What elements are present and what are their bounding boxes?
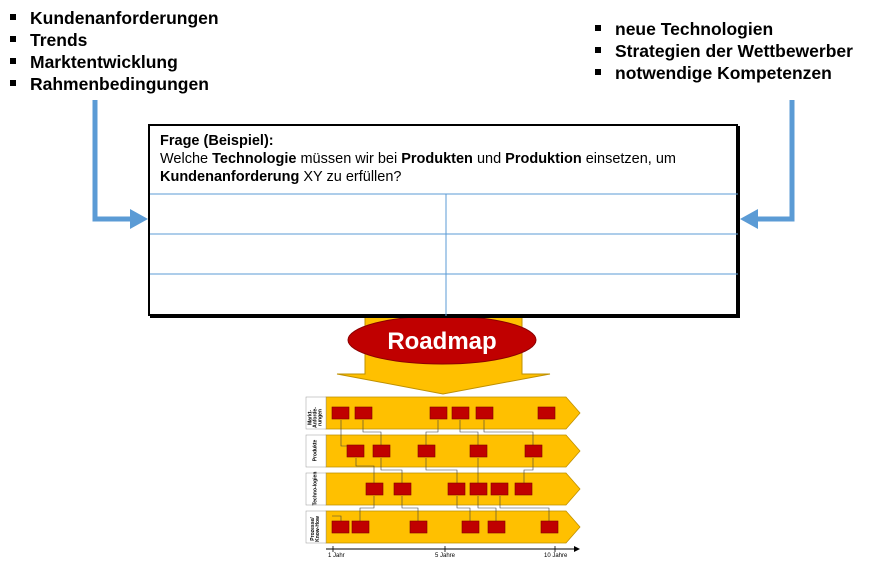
- roadmap-bands: [325, 396, 581, 544]
- left-input-arrow: [92, 100, 132, 222]
- row-label-markt: Markt-Anforde-rungen: [307, 407, 324, 428]
- roadmap-ellipse: [347, 315, 537, 365]
- question-box: Frage (Beispiel): Welche Technologie müs…: [148, 124, 738, 316]
- x-label-5-jahre: 5 Jahre: [435, 553, 456, 559]
- left-arrowhead: [130, 209, 148, 229]
- left-bullet-list: Kundenanforderungen Trends Marktentwickl…: [10, 7, 219, 95]
- question-grid: [150, 193, 738, 316]
- question-text: Frage (Beispiel): Welche Technologie müs…: [160, 132, 728, 186]
- row-label-prozesse: Prozesse/ Know-How: [310, 516, 321, 542]
- row-label-technologien: Techno-logien: [312, 471, 319, 506]
- bullet-item: neue Technologien: [595, 18, 853, 40]
- bullet-item: Strategien der Wettbewerber: [595, 40, 853, 62]
- roadmap-connectors: [332, 420, 550, 528]
- right-input-arrow: [756, 100, 795, 222]
- roadmap-label-panels: [305, 396, 327, 544]
- question-heading: Frage (Beispiel):: [160, 133, 274, 149]
- bullet-item: Kundenanforderungen: [10, 7, 219, 29]
- bullet-item: Rahmenbedingungen: [10, 73, 219, 95]
- roadmap-label: Roadmap: [387, 328, 497, 355]
- row-label-produkte: Produkte: [312, 439, 319, 462]
- bullet-item: Trends: [10, 29, 219, 51]
- x-label-10-jahre: 10 Jahre: [544, 553, 568, 559]
- bullet-item: notwendige Kompetenzen: [595, 62, 853, 84]
- question-body: Welche Technologie müssen wir bei Produk…: [160, 151, 677, 185]
- roadmap-boxes: [331, 406, 559, 534]
- x-label-1-jahr: 1 Jahr: [328, 553, 345, 559]
- bullet-item: Marktentwicklung: [10, 51, 219, 73]
- roadmap-time-axis: [326, 546, 580, 552]
- right-bullet-list: neue Technologien Strategien der Wettbew…: [595, 18, 853, 84]
- right-arrowhead: [740, 209, 758, 229]
